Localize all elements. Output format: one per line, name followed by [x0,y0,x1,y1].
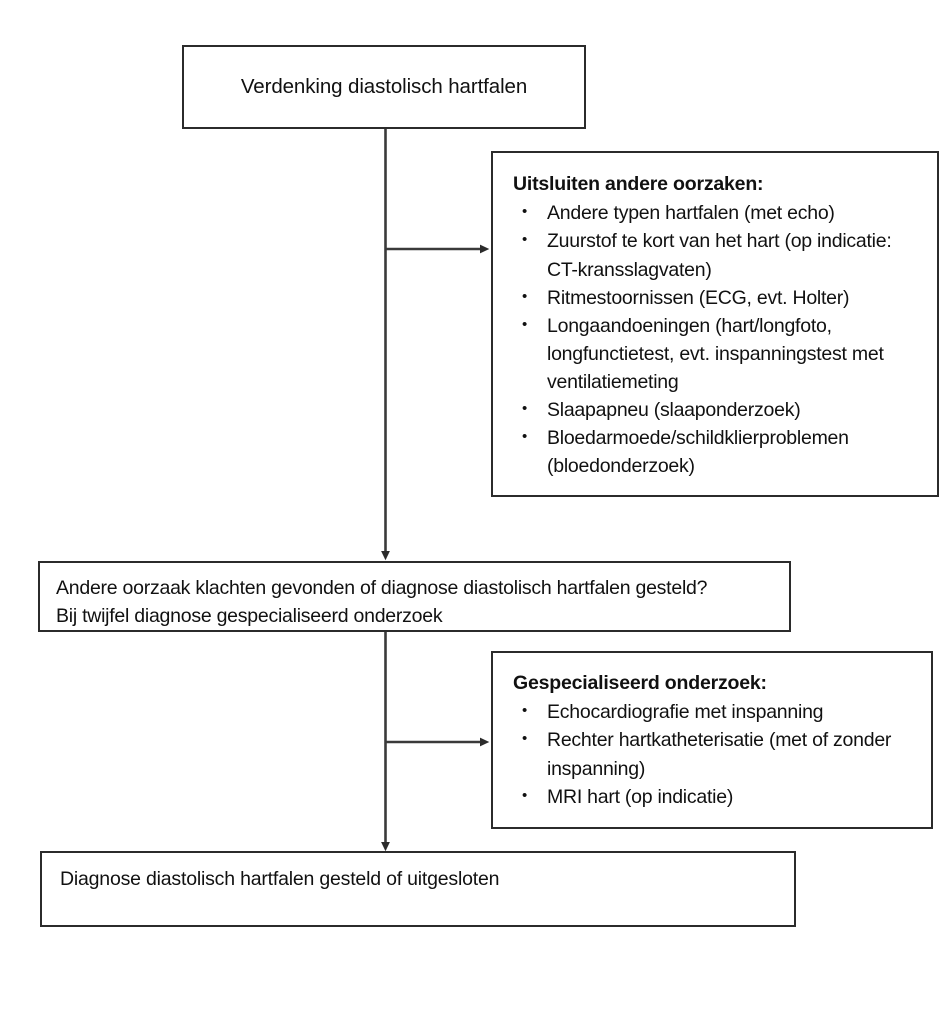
exclude-causes-list: • Andere typen hartfalen (met echo) • Zu… [513,199,923,480]
list-item: • Bloedarmoede/schildklierproblemen (blo… [513,424,923,480]
conclusion-label: Diagnose diastolisch hartfalen gesteld o… [60,868,500,890]
node-verdenking-diastolisch-hartfalen: Verdenking diastolisch hartfalen [182,45,586,129]
list-item: • Zuurstof te kort van het hart (op indi… [513,227,923,283]
list-item: • MRI hart (op indicatie) [513,783,919,811]
list-item-label: Ritmestoornissen (ECG, evt. Holter) [547,286,850,309]
bullet-icon: • [522,287,528,305]
bullet-icon: • [522,203,528,221]
list-item-label: Rechter hartkatheterisatie (met of zonde… [547,729,892,780]
node-decision-andere-oorzaak: Andere oorzaak klachten gevonden of diag… [38,561,791,632]
list-item: • Rechter hartkatheterisatie (met of zon… [513,726,919,782]
list-item: • Ritmestoornissen (ECG, evt. Holter) [513,284,923,312]
node-diagnose-gesteld-of-uitgesloten: Diagnose diastolisch hartfalen gesteld o… [40,851,796,927]
bullet-icon: • [522,786,528,804]
bullet-icon: • [522,315,528,333]
list-item: • Echocardiografie met inspanning [513,698,919,726]
list-item-label: MRI hart (op indicatie) [547,785,734,808]
list-item-label: Bloedarmoede/schildklierproblemen (bloed… [547,426,849,478]
list-item-label: Slaapapneu (slaaponderzoek) [547,398,801,421]
decision-line-1: Andere oorzaak klachten gevonden of diag… [56,577,708,599]
node-uitsluiten-andere-oorzaken: Uitsluiten andere oorzaken: • Andere typ… [491,151,939,497]
bullet-icon: • [522,702,528,720]
specialist-list: • Echocardiografie met inspanning • Rech… [513,698,919,810]
bullet-icon: • [522,399,528,417]
list-item-label: Longaandoeningen (hart/longfoto, longfun… [547,314,884,393]
node-gespecialiseerd-onderzoek: Gespecialiseerd onderzoek: • Echocardiog… [491,651,933,829]
bullet-icon: • [522,427,528,445]
list-item-label: Andere typen hartfalen (met echo) [547,202,835,225]
list-item-label: Echocardiografie met inspanning [547,701,824,724]
bullet-icon: • [522,231,528,249]
specialist-heading: Gespecialiseerd onderzoek: [513,672,767,694]
bullet-icon: • [522,730,528,748]
list-item-label: Zuurstof te kort van het hart (op indica… [547,230,892,281]
list-item: • Slaapapneu (slaaponderzoek) [513,396,923,424]
node-start-label: Verdenking diastolisch hartfalen [240,75,528,99]
list-item: • Andere typen hartfalen (met echo) [513,199,923,227]
exclude-causes-heading: Uitsluiten andere oorzaken: [513,173,764,195]
list-item: • Longaandoeningen (hart/longfoto, longf… [513,312,923,396]
decision-line-2: Bij twijfel diagnose gespecialiseerd ond… [56,604,443,627]
